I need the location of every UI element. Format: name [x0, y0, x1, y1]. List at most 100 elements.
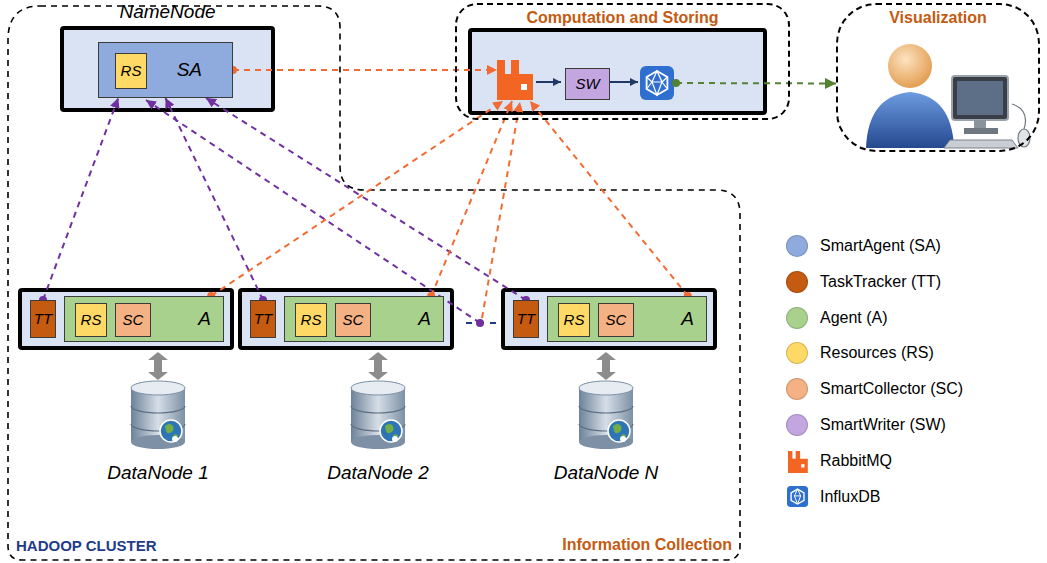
link-line	[146, 100, 480, 323]
server-box	[62, 28, 273, 110]
connector-group	[672, 79, 836, 87]
agent-box: A RS SC	[64, 296, 224, 342]
agent-box-label: A	[198, 308, 211, 330]
database-icon	[131, 352, 185, 449]
legend-icon-space	[786, 486, 808, 508]
smartwriter-box: SW	[565, 68, 610, 100]
rabbitmq-icon	[497, 60, 533, 100]
datanode-box-label: DataNode N	[554, 462, 659, 484]
dashed-connector	[43, 98, 118, 300]
smartagent-box-label: SA	[177, 59, 202, 81]
legend-text: RabbitMQ	[820, 452, 892, 470]
legend-text: TaskTracker (TT)	[820, 273, 941, 291]
resources-box: RS	[295, 303, 327, 337]
datanode-box-label: DataNode 2	[327, 462, 428, 484]
legend-row: SmartCollector (SC)	[786, 374, 963, 404]
legend-swatch	[786, 307, 808, 329]
server-box	[20, 290, 232, 348]
resources-box: RS	[115, 53, 147, 89]
legend-text: SmartAgent (SA)	[820, 237, 941, 255]
legend-icon-space	[786, 450, 808, 472]
resources-box-label: RS	[301, 311, 322, 328]
collector-box-label: SC	[343, 311, 364, 328]
tasktracker-box-label: TT	[34, 310, 52, 327]
server-box	[240, 290, 452, 348]
namenode-box: NameNodeSARS	[62, 28, 273, 110]
resources-box-label: RS	[564, 311, 585, 328]
resources-box: RS	[75, 303, 107, 337]
link-line	[482, 102, 520, 318]
legend-row: Resources (RS)	[786, 338, 934, 368]
legend-row: InfluxDB	[786, 482, 880, 512]
tasktracker-box: TT	[513, 300, 539, 338]
dashed-connector	[233, 69, 497, 71]
legend-text: Agent (A)	[820, 309, 888, 327]
resources-box-label: RS	[81, 311, 102, 328]
connector-dot	[672, 79, 680, 87]
legend-swatch	[786, 342, 808, 364]
tasktracker-box-label: TT	[517, 310, 535, 327]
legend-swatch	[786, 235, 808, 257]
legend-swatch	[786, 414, 808, 436]
link-dot	[476, 319, 484, 327]
connector-group	[207, 101, 503, 300]
computation-region: Computation and StoringSW	[455, 3, 790, 120]
database-icon	[351, 352, 405, 449]
connector-group	[530, 101, 692, 300]
resources-box: RS	[558, 303, 590, 337]
datanode-box: DataNode 2TTARSSC	[240, 290, 452, 348]
influxdb-legend-icon	[787, 486, 808, 507]
dashed-connector	[530, 101, 688, 296]
server-box	[470, 30, 765, 113]
collector-box: SC	[598, 303, 634, 337]
dashed-connector	[676, 82, 836, 84]
legend-swatch	[786, 271, 808, 293]
cluster-label: HADOOP CLUSTER	[16, 537, 157, 554]
agent-box-label: A	[681, 308, 694, 330]
legend-row: TaskTracker (TT)	[786, 267, 941, 297]
legend-row: SmartWriter (SW)	[786, 410, 946, 440]
resources-box-label: RS	[121, 62, 142, 79]
legend-row: Agent (A)	[786, 303, 888, 333]
server-box	[503, 290, 715, 348]
smartwriter-box-label: SW	[575, 75, 599, 92]
namenode-box-label: NameNode	[119, 1, 215, 23]
database-icon	[579, 352, 633, 449]
flow-arrow	[610, 81, 638, 83]
visualization-region-label: Visualization	[889, 9, 987, 27]
flow-arrow	[536, 81, 561, 83]
visualization-region: Visualization	[836, 3, 1040, 152]
dashed-connector	[211, 101, 503, 296]
dashed-connector	[166, 98, 263, 300]
collector-box: SC	[115, 303, 151, 337]
region-label: Information Collection	[562, 536, 732, 554]
datanode-box-label: DataNode 1	[107, 462, 208, 484]
legend-text: InfluxDB	[820, 488, 880, 506]
agent-box: A RS SC	[547, 296, 707, 342]
cluster-outline	[8, 6, 740, 560]
collector-box-label: SC	[606, 311, 627, 328]
collector-box-label: SC	[123, 311, 144, 328]
ellipsis-dashes	[466, 322, 500, 324]
legend-text: SmartWriter (SW)	[820, 416, 946, 434]
tasktracker-box-label: TT	[254, 310, 272, 327]
collector-box: SC	[335, 303, 371, 337]
connector-group	[427, 101, 512, 300]
legend-row: SmartAgent (SA)	[786, 231, 941, 261]
legend-text: Resources (RS)	[820, 344, 934, 362]
influxdb-icon	[640, 66, 674, 100]
tasktracker-box: TT	[250, 300, 276, 338]
agent-box-label: A	[418, 308, 431, 330]
datanode-box: DataNode 1TTARSSC	[20, 290, 232, 348]
dashed-connector	[206, 98, 526, 300]
tasktracker-box: TT	[30, 300, 56, 338]
dashed-connector	[431, 101, 512, 296]
agent-box: A RS SC	[284, 296, 444, 342]
legend-swatch	[786, 378, 808, 400]
rabbitmq-legend-icon	[788, 451, 808, 473]
datanode-box: DataNode NTTARSSC	[503, 290, 715, 348]
connector-group	[166, 98, 267, 304]
connector-group	[39, 98, 118, 304]
legend-text: SmartCollector (SC)	[820, 380, 963, 398]
